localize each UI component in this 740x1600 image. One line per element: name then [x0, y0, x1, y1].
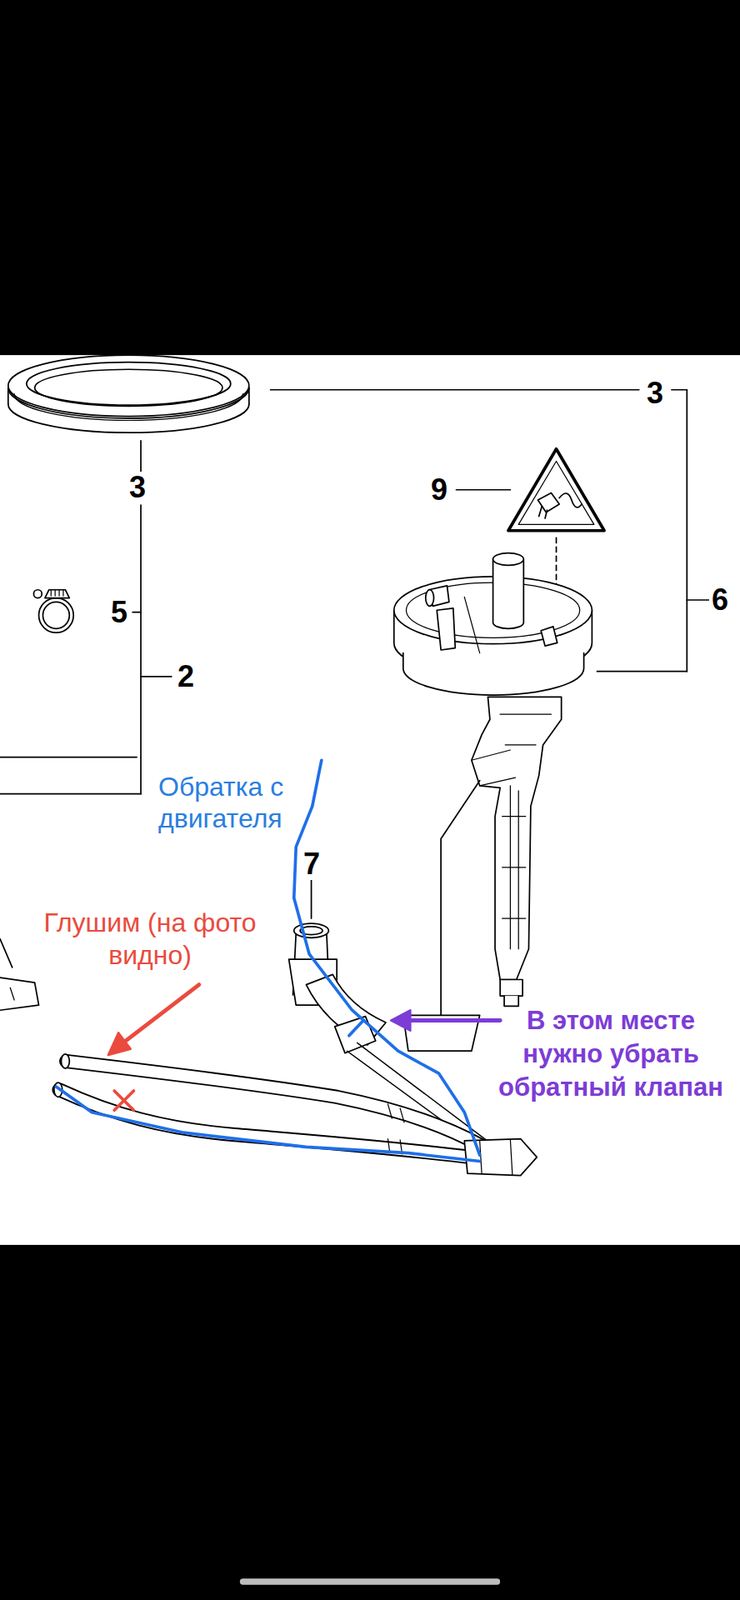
red-cross [114, 1090, 134, 1110]
red-arrowhead [108, 1032, 131, 1055]
suction-jet-assembly [289, 923, 490, 1151]
warning-sign [508, 449, 605, 531]
home-indicator [240, 1578, 500, 1585]
annotation-note: Глушим (на фото видно) [29, 906, 271, 972]
cut-off-part [0, 939, 40, 1011]
red-arrow [120, 985, 200, 1045]
purple-arrow [405, 1018, 500, 1023]
callout-number: 5 [108, 596, 130, 629]
hose-clamp [33, 590, 74, 633]
return-line-trace [55, 1086, 480, 1161]
callout-number: 3 [644, 377, 666, 410]
callout-number: 3 [126, 471, 149, 504]
callout-number: 6 [709, 584, 731, 616]
callout-number: 9 [428, 474, 450, 506]
annotation-note: В этом месте нужно убрать обратный клапа… [490, 1004, 732, 1105]
gasket-ring [8, 355, 250, 433]
purple-arrowhead [390, 1010, 410, 1030]
annotation-note: Обратка с двигателя [158, 770, 334, 835]
fuel-pump-unit [394, 553, 593, 1052]
valve-mark [349, 1020, 364, 1035]
callout-number: 7 [300, 848, 323, 880]
leader-lines [0, 390, 715, 919]
callout-number: 2 [175, 660, 197, 693]
return-line-trace [294, 760, 480, 1155]
diagram-background [0, 355, 740, 1245]
